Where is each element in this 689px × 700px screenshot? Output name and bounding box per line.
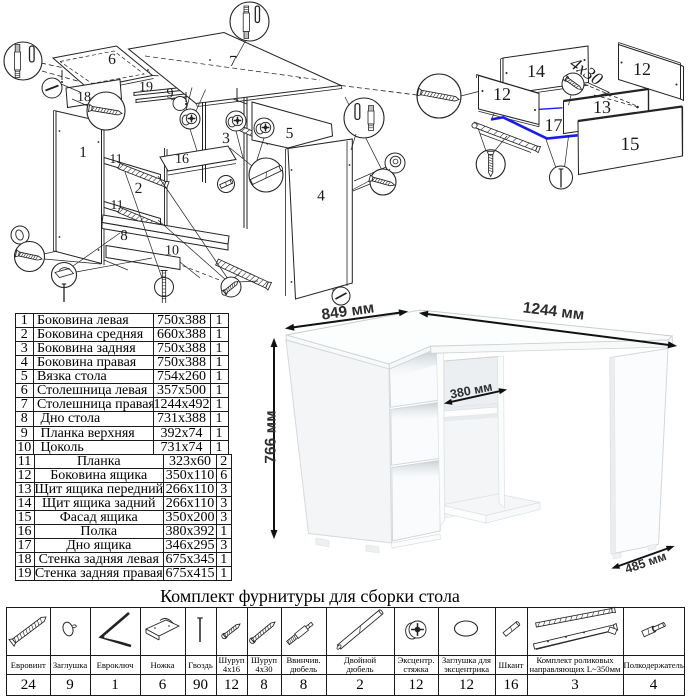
svg-text:18: 18: [77, 90, 91, 105]
svg-text:12: 12: [633, 59, 651, 79]
svg-text:12: 12: [493, 84, 511, 104]
svg-text:2: 2: [135, 180, 143, 197]
svg-text:485 мм: 485 мм: [623, 549, 668, 576]
svg-text:5: 5: [286, 125, 294, 142]
svg-text:9: 9: [167, 87, 174, 102]
svg-text:17: 17: [545, 115, 563, 135]
svg-text:7: 7: [229, 53, 237, 70]
svg-text:3: 3: [222, 130, 230, 147]
svg-text:19: 19: [139, 80, 153, 95]
svg-text:8: 8: [120, 228, 128, 244]
svg-text:10: 10: [165, 244, 179, 259]
svg-text:13: 13: [593, 97, 611, 117]
svg-text:16: 16: [175, 152, 189, 167]
svg-text:6: 6: [108, 51, 116, 68]
svg-text:4: 4: [317, 188, 325, 205]
svg-text:1244 мм: 1244 мм: [522, 299, 585, 323]
svg-text:766 мм: 766 мм: [263, 410, 280, 463]
svg-text:15: 15: [621, 134, 640, 155]
svg-text:11: 11: [110, 151, 123, 166]
svg-text:1: 1: [79, 144, 87, 161]
svg-text:14: 14: [527, 61, 545, 81]
